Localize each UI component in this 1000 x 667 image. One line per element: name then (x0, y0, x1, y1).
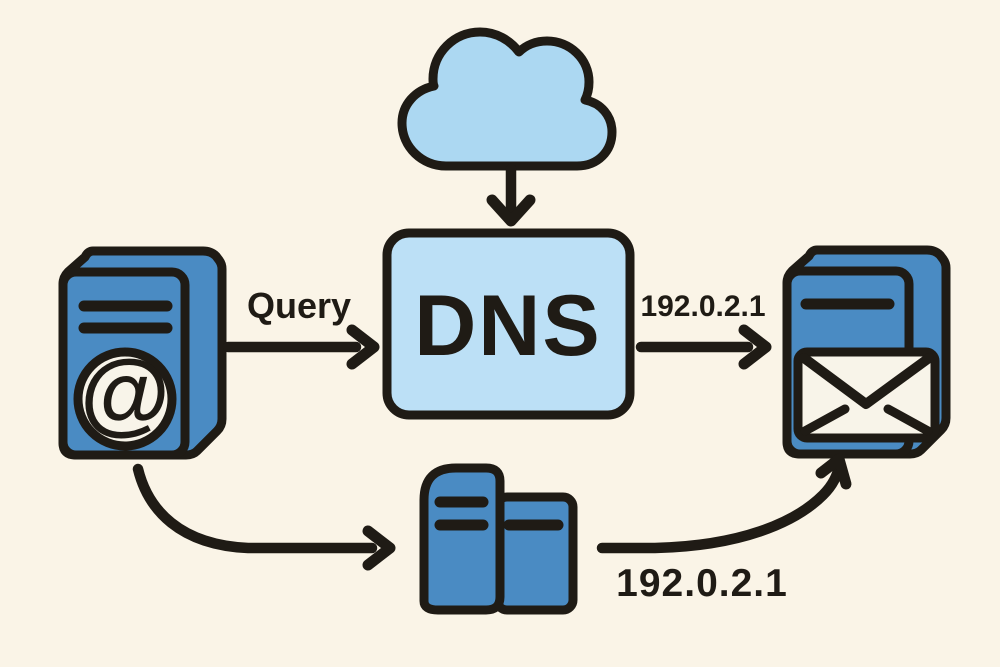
dns-label: DNS (414, 278, 602, 374)
resolver-to-mail-server-edge: 192.0.2.1 (596, 453, 852, 605)
server-tower-right (492, 492, 578, 615)
mail-server-node (782, 245, 951, 459)
query-arrowhead-icon (346, 324, 380, 370)
envelope-icon (793, 347, 940, 443)
query-label: Query (247, 285, 351, 326)
server-tower-left (419, 463, 505, 615)
internet-cloud-node (397, 27, 617, 227)
dns-to-mail-server-edge: 192.0.2.1 (635, 290, 772, 370)
envelope-flap (799, 353, 934, 409)
mail-client-node: @ (58, 246, 227, 460)
resolver-mailserver-arrowhead-icon (815, 453, 852, 490)
at-symbol-icon: @ (80, 342, 170, 444)
ip-address-label: 192.0.2.1 (640, 290, 765, 323)
dns-server-node: DNS (382, 228, 635, 420)
resolver-mailserver-curve (596, 458, 846, 554)
at-badge-circle (73, 347, 177, 451)
envelope-back-fold (800, 404, 933, 436)
cloud-to-dns-arrowhead-icon (486, 194, 536, 227)
resolver-server-node (419, 463, 578, 615)
dns-box (382, 228, 635, 420)
client-resolver-arrowhead-icon (362, 525, 396, 571)
client-to-dns-edge: Query (222, 285, 380, 370)
ip-arrowhead-icon (738, 324, 772, 370)
ip-address-label-bottom: 192.0.2.1 (616, 562, 788, 605)
client-to-resolver-edge (132, 463, 396, 571)
cloud-icon (397, 27, 617, 171)
client-resolver-curve (132, 463, 378, 554)
